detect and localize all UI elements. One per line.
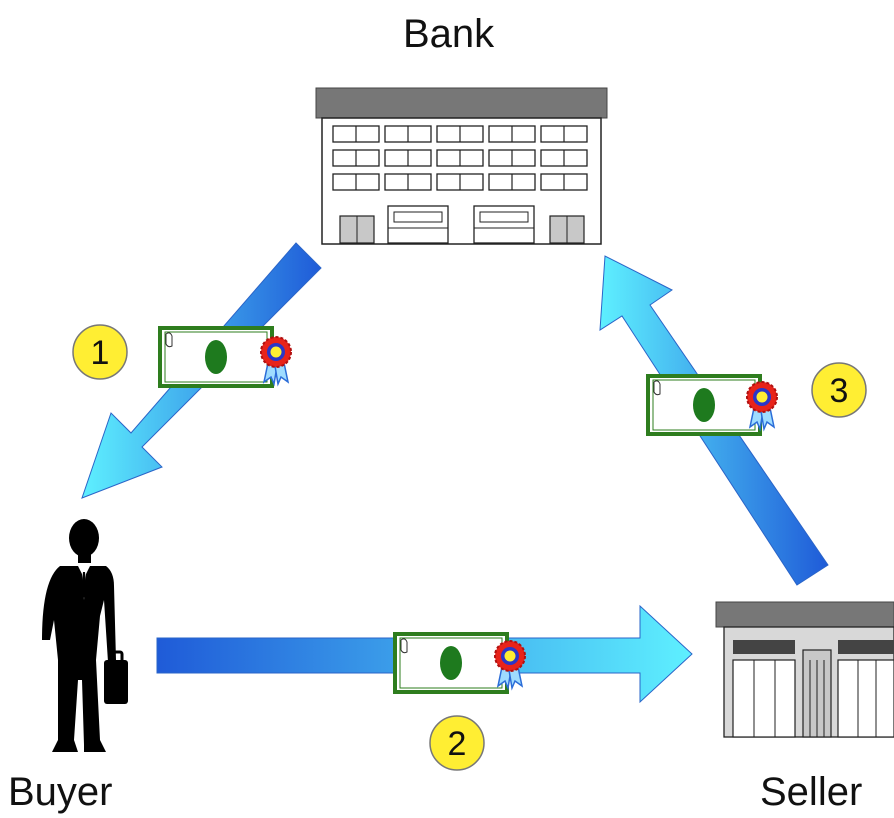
bank-building-icon bbox=[315, 87, 608, 245]
store-building-icon bbox=[715, 601, 894, 738]
dollar-bill-icon bbox=[646, 374, 778, 436]
step-3-badge: 3 bbox=[811, 362, 867, 418]
buyer-label: Buyer bbox=[8, 770, 113, 814]
step-2-number: 2 bbox=[448, 725, 467, 763]
step-3-number: 3 bbox=[830, 372, 849, 410]
ribbon-rosette-icon bbox=[260, 336, 292, 385]
step-1-badge: 1 bbox=[72, 324, 128, 380]
step-2-badge: 2 bbox=[429, 715, 485, 771]
seller-label: Seller bbox=[760, 770, 863, 814]
bank-label: Bank bbox=[403, 12, 495, 56]
dollar-bill-icon bbox=[393, 632, 526, 694]
dollar-bill-icon bbox=[158, 326, 292, 388]
step-1-number: 1 bbox=[91, 334, 110, 372]
ribbon-rosette-icon bbox=[494, 640, 526, 689]
buyer-silhouette-icon bbox=[42, 519, 128, 752]
